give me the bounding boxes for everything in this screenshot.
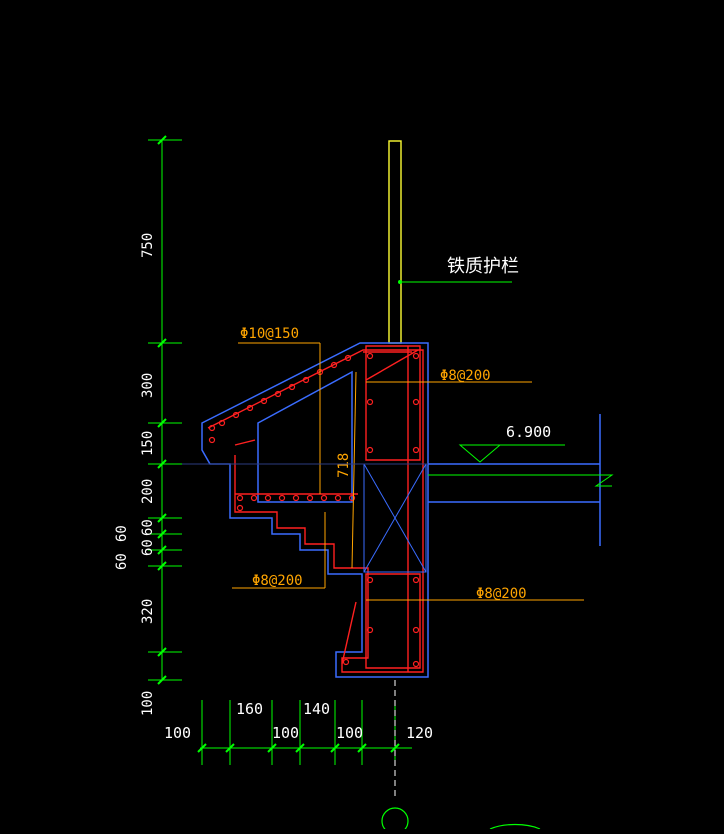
beam-cross-bracing xyxy=(363,463,427,573)
concrete-outline xyxy=(201,342,601,678)
iron-railing xyxy=(388,140,402,344)
rebar-labels: Φ10@150 Φ8@200 Φ8@200 Φ8@200 718 xyxy=(240,326,527,602)
dim-100-vertical: 100 xyxy=(140,691,156,716)
dim-60-a: 60 xyxy=(140,519,156,536)
leader-lines xyxy=(232,342,584,601)
rebar-cage xyxy=(207,345,424,673)
dim-750: 750 xyxy=(140,233,156,258)
railing-label: 铁质护栏 xyxy=(447,256,519,276)
rebar-right-top-label: Φ8@200 xyxy=(440,368,491,384)
dim-60-d: 60 xyxy=(114,553,130,570)
slab-break-line xyxy=(428,474,614,487)
dim-100-c: 100 xyxy=(336,724,363,742)
vertical-dimension-labels: 750 300 150 200 60 60 60 60 320 100 xyxy=(114,233,156,716)
railing-leader: 铁质护栏 xyxy=(398,256,519,284)
level-value: 6.900 xyxy=(506,423,551,441)
dim-150: 150 xyxy=(140,431,156,456)
horizontal-dimension-labels: 160 140 100 100 100 120 xyxy=(164,700,433,742)
grid-bubbles xyxy=(381,807,541,834)
dim-200: 200 xyxy=(140,479,156,504)
level-mark: 6.900 xyxy=(458,423,565,463)
dim-140: 140 xyxy=(303,700,330,718)
rebar-top-label: Φ10@150 xyxy=(240,326,299,342)
dim-120: 120 xyxy=(406,724,433,742)
dim-60-c: 60 xyxy=(114,525,130,542)
rebar-right-bottom-label: Φ8@200 xyxy=(476,586,527,602)
rebar-left-bottom-label: Φ8@200 xyxy=(252,573,303,589)
dim-100-a: 100 xyxy=(164,724,191,742)
dim-160: 160 xyxy=(236,700,263,718)
dim-300: 300 xyxy=(140,373,156,398)
section-mark-label: 718 xyxy=(336,453,352,478)
dim-100-b: 100 xyxy=(272,724,299,742)
rebar-dots xyxy=(208,352,420,668)
dim-320: 320 xyxy=(140,599,156,624)
dim-60-b: 60 xyxy=(140,539,156,556)
vertical-dimension-chain xyxy=(148,135,182,685)
